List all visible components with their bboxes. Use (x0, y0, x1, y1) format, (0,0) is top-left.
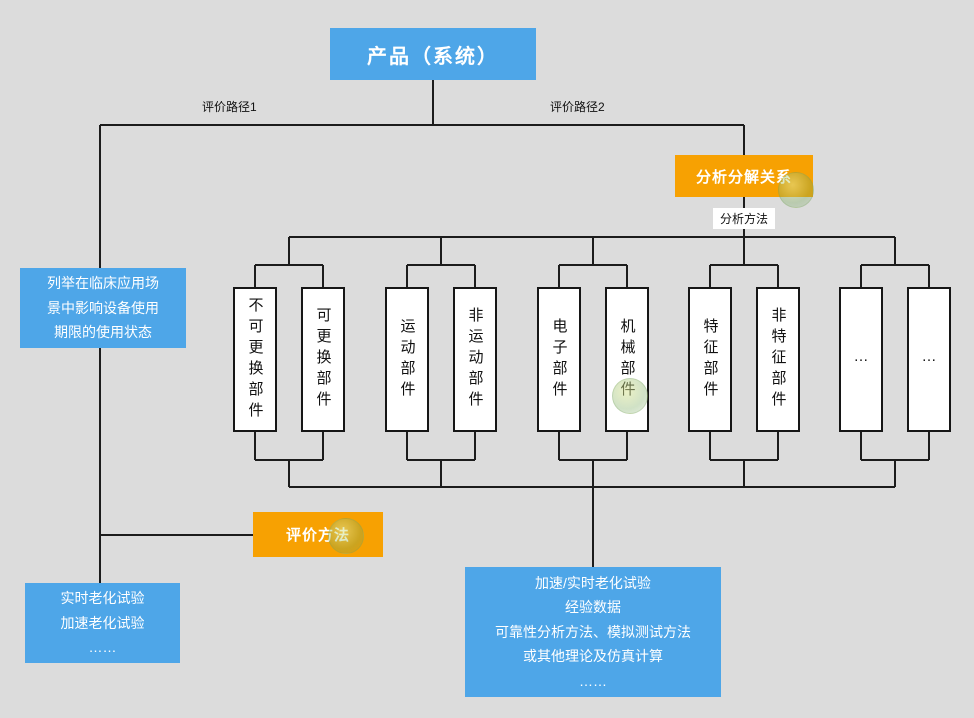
node-label: 不可更换部件 (246, 296, 264, 423)
evaluation-results-line: 可靠性分析方法、模拟测试方法 (495, 623, 691, 640)
node-electronic-parts: 电子部件 (537, 287, 581, 432)
analysis-method-label: 分析方法 (713, 208, 776, 229)
node-ellipsis-1: … (839, 287, 883, 432)
node-non-feature-parts: 非特征部件 (756, 287, 800, 432)
node-label: 可更换部件 (314, 307, 332, 412)
evaluation-method-label: 评价方法 (285, 527, 350, 544)
evaluation-results-line: 或其他理论及仿真计算 (523, 648, 663, 665)
clinical-note-line: 景中影响设备使用 (47, 299, 159, 316)
evaluation-results-line: 经验数据 (565, 599, 621, 616)
connector-path (99, 80, 930, 583)
evaluation-results-line: 加速/实时老化试验 (535, 574, 651, 591)
eval-path1-label: 评价路径1 (202, 100, 257, 114)
evaluation-method-node: 评价方法 (253, 512, 383, 557)
aging-test-line: 加速老化试验 (60, 614, 145, 631)
eval-path2-label: 评价路径2 (550, 100, 605, 114)
clinical-note-line: 期限的使用状态 (54, 324, 152, 341)
node-label: … (852, 348, 870, 371)
node-label: 运动部件 (398, 317, 416, 402)
node-label: 机械部件 (618, 317, 636, 402)
node-non-replaceable-parts: 不可更换部件 (233, 287, 277, 432)
node-moving-parts: 运动部件 (385, 287, 429, 432)
node-label: 非运动部件 (466, 307, 484, 412)
aging-test-line: 实时老化试验 (60, 590, 145, 607)
node-ellipsis-2: … (907, 287, 951, 432)
clinical-note-node: 列举在临床应用场 景中影响设备使用 期限的使用状态 (20, 268, 186, 348)
product-system-node: 产品（系统） (330, 28, 536, 80)
evaluation-results-line: …… (579, 672, 607, 689)
node-label: … (920, 348, 938, 371)
analysis-relation-node: 分析分解关系 (675, 155, 813, 197)
node-non-moving-parts: 非运动部件 (453, 287, 497, 432)
node-label: 非特征部件 (769, 307, 787, 412)
analysis-relation-label: 分析分解关系 (695, 168, 792, 186)
node-feature-parts: 特征部件 (688, 287, 732, 432)
node-label: 电子部件 (550, 317, 568, 402)
clinical-note-line: 列举在临床应用场 (47, 275, 159, 292)
evaluation-results-node: 加速/实时老化试验 经验数据 可靠性分析方法、模拟测试方法 或其他理论及仿真计算… (465, 567, 721, 697)
node-replaceable-parts: 可更换部件 (301, 287, 345, 432)
aging-test-note-node: 实时老化试验 加速老化试验 …… (25, 583, 180, 663)
product-system-label: 产品（系统） (367, 45, 499, 68)
node-mechanical-parts: 机械部件 (605, 287, 649, 432)
node-label: 特征部件 (701, 317, 719, 402)
aging-test-line: …… (88, 639, 117, 656)
